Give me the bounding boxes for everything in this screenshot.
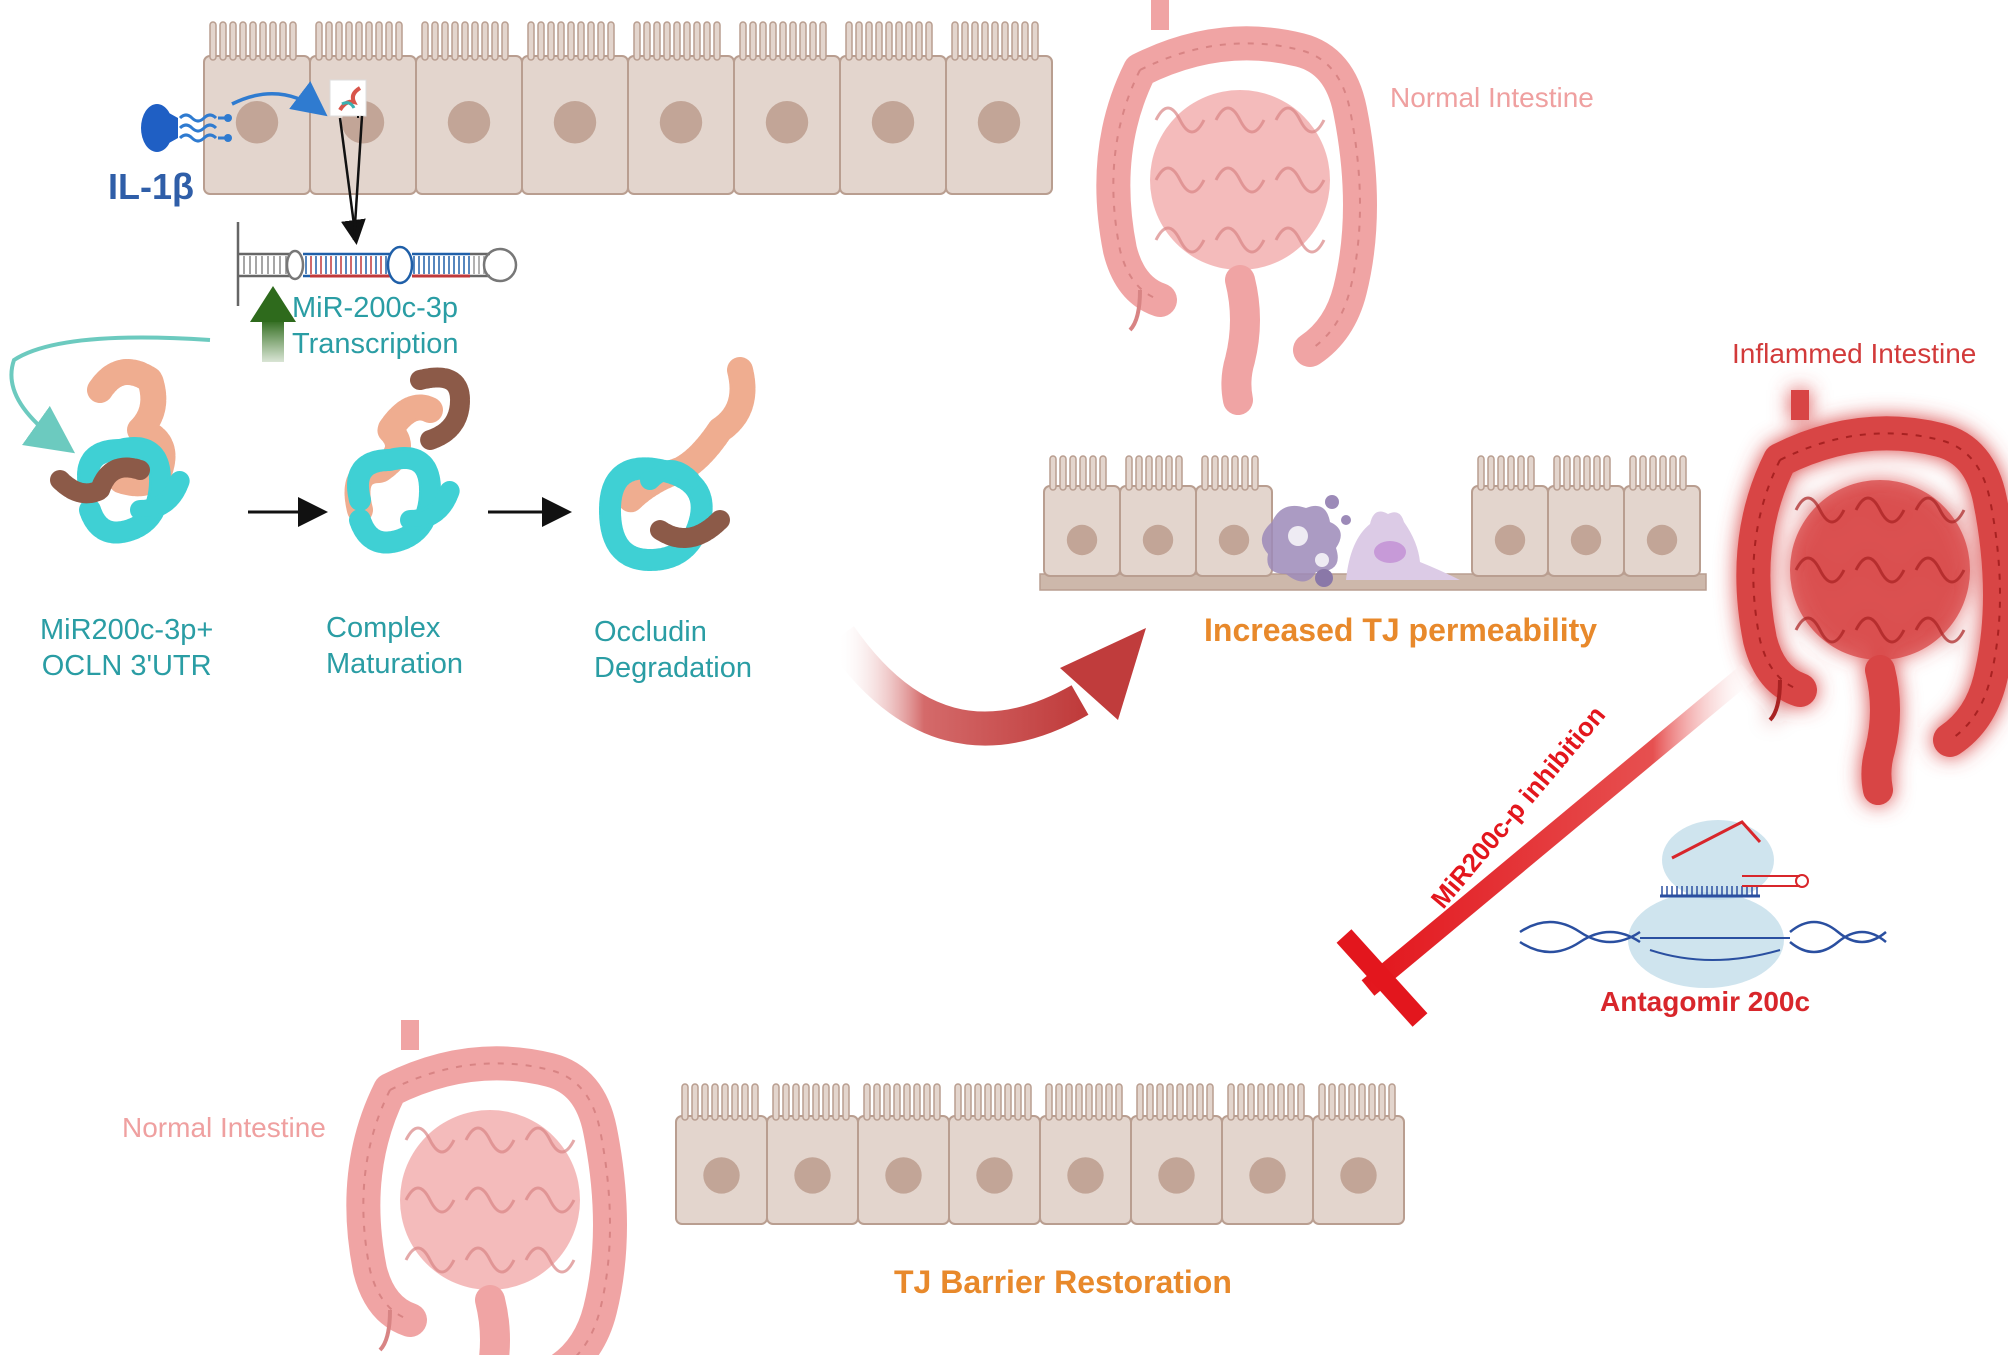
protein-complex-icon [344,367,470,554]
epithelial-cell [203,21,311,195]
nucleus [885,1157,922,1194]
barrier-restoration-label: TJ Barrier Restoration [894,1264,1232,1300]
mirna-hairpin-icon [236,222,518,306]
complex1-line1: MiR200c-3p+ [40,614,214,646]
epithelial-cell [945,21,1053,195]
complex1-label: MiR200c-3p+ OCLN 3'UTR [40,612,213,685]
complex2-line1: Complex [326,612,441,644]
epithelial-cell [1039,1083,1132,1225]
epithelial-cell [948,1083,1041,1225]
increased-permeability-label: Increased TJ permeability [1204,612,1598,648]
normal-intestine-bottom-label: Normal Intestine [122,1112,326,1143]
nucleus [976,1157,1013,1194]
complex3-label: Occludin Degradation [594,614,752,687]
epithelial-cell [415,21,523,195]
nucleus [447,101,491,144]
nucleus [1646,524,1678,556]
epithelium-bottom [675,1083,1405,1225]
epithelium-damaged [1039,455,1707,591]
epithelial-cell [839,21,947,195]
complex2-label: Complex Maturation [326,610,463,683]
nucleus [1249,1157,1286,1194]
epithelial-cell [1043,455,1121,577]
epithelial-cell [675,1083,768,1225]
signal-arrow [231,81,328,117]
nucleus [1142,524,1174,556]
dna-icon [1519,820,1887,988]
complex2-line2: Maturation [326,648,464,681]
pointer-line [338,117,366,245]
epithelial-cell [1195,455,1273,577]
immune-cell-icon [1261,495,1460,587]
nucleus [1066,524,1098,556]
epithelial-cell [1471,455,1549,577]
epithelial-cell [1312,1083,1405,1225]
epithelial-cell [766,1083,859,1225]
complex1-line2: OCLN 3'UTR [41,650,212,683]
inflamed-intestine-label: Inflammed Intestine [1732,338,1977,369]
intestine-icon [1736,390,2008,805]
upregulation-arrow [250,286,296,362]
protein-complex-icon [599,357,756,571]
nucleus [1158,1157,1195,1194]
mir-transcription-label: MiR-200c-3p Transcription [292,290,459,363]
epithelial-cell [1119,455,1197,577]
nucleus [1340,1157,1377,1194]
epithelial-cell [733,21,841,195]
nucleus [1067,1157,1104,1194]
normal-intestine-top-label: Normal Intestine [1390,82,1594,113]
epithelial-cell [1623,455,1701,577]
nucleus [1494,524,1526,556]
intestine-icon [346,1020,627,1355]
flow-arrow [9,335,211,454]
epithelial-cell [521,21,629,195]
complex3-line1: Occludin [594,616,707,648]
nucleus [235,101,279,144]
ligand-icon [329,79,367,117]
inhibition-symbol [1336,664,1755,1027]
nucleus [553,101,597,144]
nucleus [794,1157,831,1194]
epithelial-cell [627,21,735,195]
nucleus [1570,524,1602,556]
progression-arrow [826,626,1146,746]
mir-transcription-line1: MiR-200c-3p [292,292,458,324]
nucleus [703,1157,740,1194]
antagomir-label: Antagomir 200c [1600,986,1811,1017]
epithelium-top [203,21,1053,195]
complex3-line2: Degradation [594,652,752,685]
receptor-icon [141,104,232,152]
il1b-label: IL-1β [108,166,194,207]
epithelial-cell [1221,1083,1314,1225]
protein-complex-icon [50,359,190,544]
nucleus [977,101,1021,144]
nucleus [765,101,809,144]
nucleus [1218,524,1250,556]
intestine-icon [1096,0,1377,415]
pointer-line [352,115,364,241]
mir-transcription-line2: Transcription [292,328,459,361]
epithelial-cell [1547,455,1625,577]
epithelial-cell [1130,1083,1223,1225]
epithelial-cell [857,1083,950,1225]
nucleus [659,101,703,144]
nucleus [871,101,915,144]
